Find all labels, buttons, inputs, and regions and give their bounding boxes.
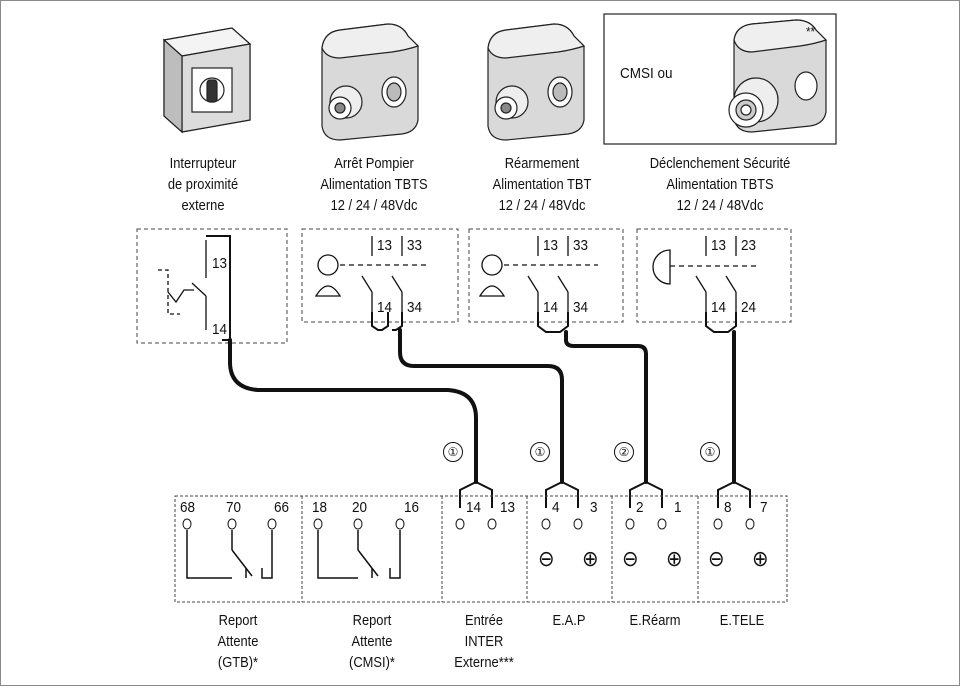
erearm-minus-icon: ⊖: [622, 546, 639, 571]
rearm-contact-33: 33: [573, 237, 589, 254]
terminal-66: 66: [274, 499, 290, 516]
eap-minus-icon: ⊖: [538, 546, 555, 571]
pompier-contact-34: 34: [407, 299, 423, 316]
inter-schematic-box: [136, 228, 288, 344]
decl-contact-14: 14: [711, 299, 727, 316]
pompier-contact-14: 14: [377, 299, 393, 316]
rearm-contact-14: 14: [543, 299, 559, 316]
etele-minus-icon: ⊖: [708, 546, 725, 571]
rearm-contact-34: 34: [573, 299, 589, 316]
eap-plus-icon: ⊕: [582, 546, 599, 571]
terminal-1: 1: [674, 499, 682, 516]
cables: [228, 328, 736, 484]
decl-contact-24: 24: [741, 299, 757, 316]
pompier-schematic-box: [301, 228, 459, 323]
terminal-13: 13: [500, 499, 516, 516]
safety-trigger-illustration: [728, 19, 828, 133]
pompier-contact-13: 13: [377, 237, 393, 254]
terminal-2: 2: [636, 499, 644, 516]
inter-contact-13: 13: [212, 255, 228, 272]
terminal-7: 7: [760, 499, 768, 516]
terminal-screws: [182, 518, 755, 530]
fireman-stop-illustration: [321, 23, 420, 141]
cmsi-label: CMSI ou: [620, 65, 673, 82]
terminal-16: 16: [404, 499, 420, 516]
erearm-block-label: E.Réarm: [629, 612, 681, 629]
terminal-14: 14: [466, 499, 482, 516]
decl-contact-symbol: [652, 236, 760, 333]
inter-contact-14: 14: [212, 321, 228, 338]
inter-contact-symbol: [158, 235, 231, 341]
cmsi-note-mark: **: [806, 24, 816, 39]
pompier-contact-symbol: [314, 236, 430, 331]
cable-mark-inter: ①: [443, 442, 463, 462]
eap-block-label: E.A.P: [552, 612, 586, 629]
proximity-switch-illustration: [162, 27, 252, 134]
terminal-18: 18: [312, 499, 328, 516]
terminal-4: 4: [552, 499, 560, 516]
decl-schematic-box: [636, 228, 792, 323]
cable-mark-etele: ①: [700, 442, 720, 462]
pompier-contact-33: 33: [407, 237, 423, 254]
etele-block-label: E.TELE: [719, 612, 765, 629]
etele-plus-icon: ⊕: [752, 546, 769, 571]
terminal-70: 70: [226, 499, 242, 516]
terminal-68: 68: [180, 499, 196, 516]
cable-mark-erearm: ②: [614, 442, 634, 462]
terminal-20: 20: [352, 499, 368, 516]
rearm-contact-13: 13: [543, 237, 559, 254]
gtb-relay-contact: [186, 530, 273, 579]
rearm-schematic-box: [468, 228, 624, 323]
cable-forks: [459, 481, 751, 508]
decl-contact-13: 13: [711, 237, 727, 254]
terminal-8: 8: [724, 499, 732, 516]
reset-illustration: [487, 23, 586, 141]
terminal-3: 3: [590, 499, 598, 516]
rearm-contact-symbol: [478, 236, 598, 333]
erearm-plus-icon: ⊕: [666, 546, 683, 571]
terminal-strip: [174, 495, 788, 603]
cmsi-relay-contact: [317, 530, 401, 579]
decl-contact-23: 23: [741, 237, 757, 254]
cable-mark-eap: ①: [530, 442, 550, 462]
